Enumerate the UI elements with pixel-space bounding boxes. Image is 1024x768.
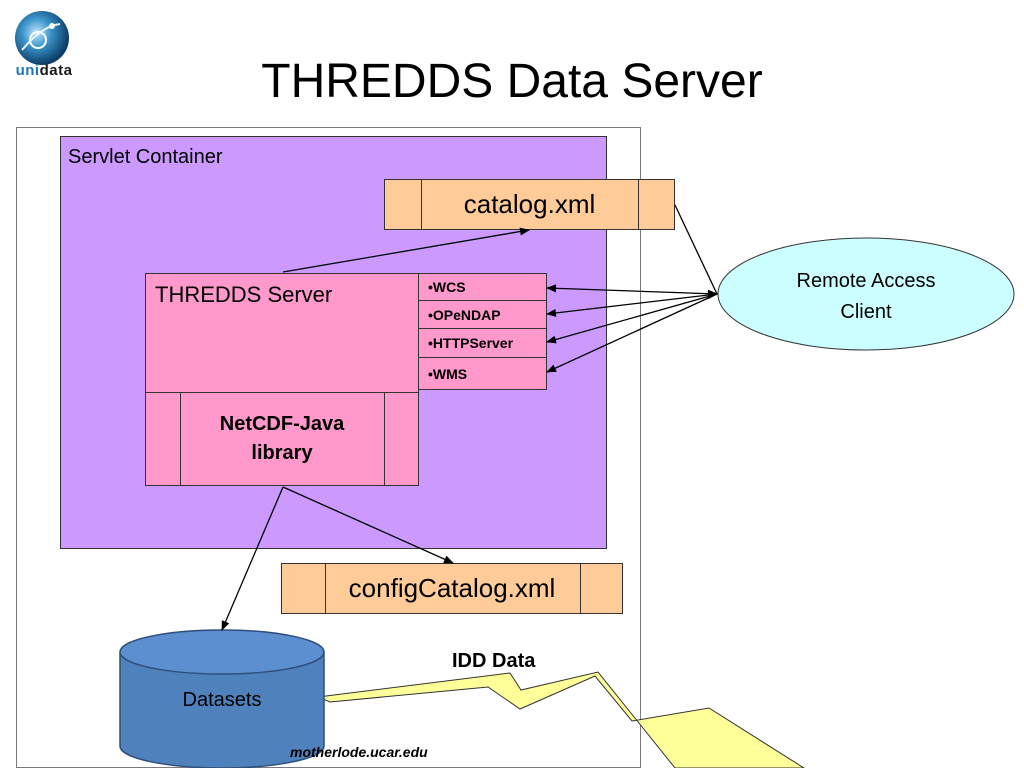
service-wcs: •WCS bbox=[418, 273, 547, 301]
remote-access-client-label: Remote Access Client bbox=[766, 266, 966, 328]
datasets-cylinder bbox=[119, 629, 325, 768]
idd-data-label: IDD Data bbox=[452, 650, 536, 672]
netcdf-library-label-line1: NetCDF-Java bbox=[219, 413, 345, 435]
thredds-server-box bbox=[145, 273, 419, 393]
service-wms: •WMS bbox=[418, 357, 547, 390]
remote-access-client-line1: Remote Access bbox=[796, 270, 936, 292]
idd-lightning-bolt bbox=[316, 671, 805, 768]
arrow-server-to-catalog bbox=[282, 227, 530, 273]
logo-text-uni: uni bbox=[15, 62, 40, 79]
arrow-client-to-wms bbox=[546, 293, 718, 373]
unidata-logo bbox=[15, 11, 69, 65]
config-catalog-file-box: configCatalog.xml bbox=[281, 563, 623, 614]
arrow-netcdf-to-config bbox=[282, 486, 454, 564]
host-label: motherlode.ucar.edu bbox=[290, 744, 428, 760]
catalog-file-label: catalog.xml bbox=[463, 189, 596, 219]
netcdf-library-label-line2: library bbox=[251, 442, 313, 464]
datasets-label: Datasets bbox=[182, 689, 262, 711]
logo-wordmark: unidata bbox=[8, 62, 80, 79]
arrow-client-to-httpserver bbox=[546, 293, 718, 344]
netcdf-library-box bbox=[145, 392, 419, 486]
arrow-client-to-wcs bbox=[546, 284, 718, 298]
thredds-server-label: THREDDS Server bbox=[155, 282, 333, 307]
page-title: THREDDS Data Server bbox=[261, 55, 763, 108]
arrow-netcdf-to-datasets bbox=[221, 486, 284, 631]
servlet-container-label: Servlet Container bbox=[68, 146, 223, 168]
arrow-client-to-opendap bbox=[546, 291, 718, 317]
config-catalog-file-label: configCatalog.xml bbox=[348, 573, 556, 603]
remote-access-client-ellipse bbox=[717, 237, 1015, 351]
netcdf-library-label: NetCDF-Java library bbox=[180, 410, 384, 468]
logo-text-data: data bbox=[39, 62, 73, 79]
line-catalog-to-client bbox=[674, 204, 718, 295]
remote-access-client-line2: Client bbox=[840, 301, 892, 323]
